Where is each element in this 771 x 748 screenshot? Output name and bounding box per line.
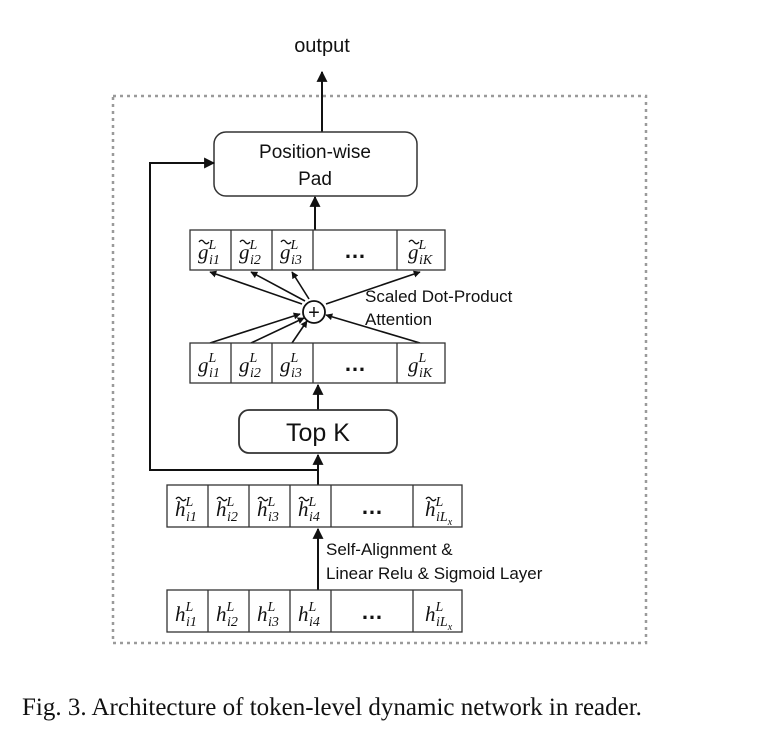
attention-input-arrows [209, 312, 421, 344]
position-wise-pad-box: Position-wise Pad [213, 131, 418, 197]
htilde-ellipsis: … [361, 494, 383, 519]
tilde-mark [175, 496, 187, 502]
oplus-node: + [302, 300, 326, 324]
skip-connection-arrow [149, 157, 318, 471]
tilde-mark [298, 496, 310, 502]
pad-box-line2: Pad [298, 169, 332, 190]
figure-caption: Fig. 3. Architecture of token-level dyna… [22, 694, 642, 721]
tilde-mark [198, 239, 210, 245]
top-k-box: Top K [238, 409, 398, 454]
tilde-mark [280, 239, 292, 245]
self-alignment-label-line1: Self-Alignment & [326, 540, 453, 559]
tilde-mark [239, 239, 251, 245]
tilde-mark [216, 496, 228, 502]
attention-output-arrows [209, 270, 421, 305]
oplus-symbol: + [308, 302, 320, 324]
h-ellipsis: … [361, 599, 383, 624]
output-label: output [294, 35, 350, 57]
module-boundary [111, 94, 648, 645]
pad-box-line1: Position-wise [259, 142, 371, 163]
attention-label-line1: Scaled Dot-Product [365, 287, 513, 306]
top-k-label: Top K [286, 419, 350, 447]
tilde-mark [425, 496, 437, 502]
gtilde-ellipsis: … [344, 238, 366, 263]
g-ellipsis: … [344, 351, 366, 376]
tilde-mark [408, 239, 420, 245]
self-alignment-label-line2: Linear Relu & Sigmoid Layer [326, 564, 543, 583]
tilde-mark [257, 496, 269, 502]
attention-label-line2: Attention [365, 310, 432, 329]
